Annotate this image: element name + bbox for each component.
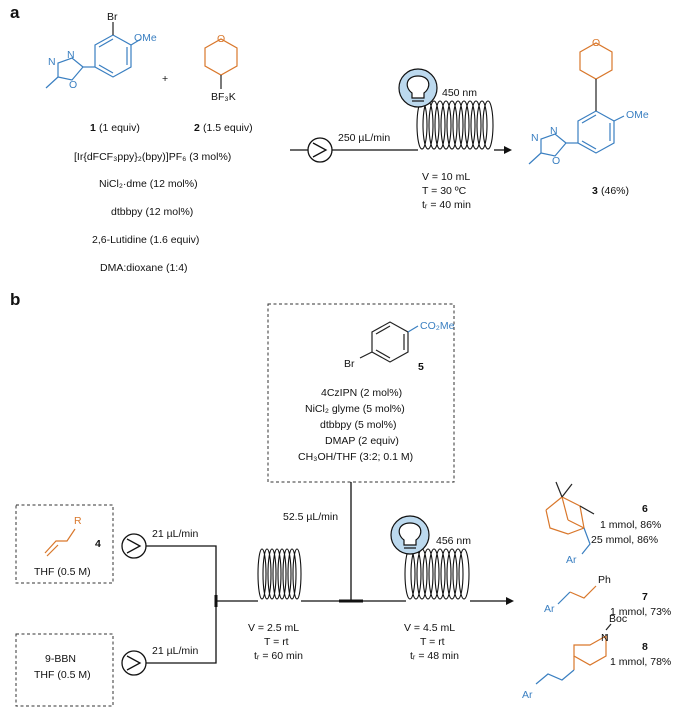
compound-2-pyran-ring bbox=[204, 38, 238, 76]
flow-arrow-a-outlet bbox=[504, 146, 512, 154]
reactor-b2-temp: T = rt bbox=[420, 636, 445, 648]
compound-2-bf3k: BF₃K bbox=[211, 91, 236, 103]
product-6-structure bbox=[545, 481, 595, 555]
product-8-boc: Boc bbox=[609, 613, 627, 625]
wavelength-b: 456 nm bbox=[436, 535, 471, 547]
compound-5-structure bbox=[359, 321, 419, 363]
compound-1-structure bbox=[45, 22, 142, 89]
product-6-number: 6 bbox=[642, 503, 648, 515]
flow-rate-a: 250 µL/min bbox=[338, 132, 390, 144]
compound-5-br: Br bbox=[344, 358, 355, 370]
compound-5-co2me: CO₂Me bbox=[420, 320, 455, 332]
coil-reactor-b2-icon bbox=[404, 548, 470, 600]
product-7-ar: Ar bbox=[544, 603, 555, 615]
compound-3-yield: (46%) bbox=[601, 185, 629, 197]
reactor-a-temp: T = 30 ºC bbox=[422, 185, 467, 197]
compound-4-structure bbox=[44, 528, 76, 557]
compound-2-structure bbox=[204, 38, 238, 89]
coil-reactor-b1-icon bbox=[257, 548, 302, 600]
product-8-yield: 1 mmol, 78% bbox=[610, 656, 671, 668]
bbn-solvent: THF (0.5 M) bbox=[34, 669, 91, 681]
compound-1-n2: N bbox=[67, 49, 75, 61]
reactor-a-volume: V = 10 mL bbox=[422, 171, 470, 183]
plus-sign: + bbox=[162, 73, 168, 85]
pump-b-top-icon bbox=[121, 533, 147, 559]
compound-5-benzene-ring bbox=[371, 321, 409, 363]
product-7-yield: 1 mmol, 73% bbox=[610, 606, 671, 618]
reactor-b2-residence: tᵣ = 48 min bbox=[410, 650, 459, 662]
compound-3-o-pyran: O bbox=[592, 37, 600, 49]
flow-arrow-b-outlet bbox=[506, 597, 514, 605]
compound-1-benzene-ring bbox=[94, 34, 132, 78]
product-8-ar: Ar bbox=[522, 689, 533, 701]
compound-3-n2: N bbox=[550, 125, 558, 137]
panel-a-label: a bbox=[10, 3, 20, 22]
compound-3-ome: OMe bbox=[626, 109, 649, 121]
compound-1-ome: OMe bbox=[134, 32, 157, 44]
coil-reactor-a-icon bbox=[416, 100, 494, 150]
compound-1-number: 1 bbox=[90, 122, 96, 134]
product-8-n: N bbox=[601, 632, 609, 644]
bbn-name: 9-BBN bbox=[45, 653, 76, 665]
compound-5-number: 5 bbox=[418, 361, 424, 373]
bbn-box bbox=[15, 633, 114, 707]
reactor-b2-volume: V = 4.5 mL bbox=[404, 622, 455, 634]
compound-1-o: O bbox=[69, 79, 77, 91]
product-7-ph: Ph bbox=[598, 574, 611, 586]
condition-a-1: [Ir{dFCF₃ppy}₂(bpy)]PF₆ (3 mol%) bbox=[74, 151, 231, 163]
condition-b-5: CH₃OH/THF (3:2; 0.1 M) bbox=[298, 451, 413, 463]
compound-4-r: R bbox=[74, 515, 82, 527]
product-7-number: 7 bbox=[642, 591, 648, 603]
compound-3-o: O bbox=[552, 155, 560, 167]
compound-4-solvent: THF (0.5 M) bbox=[34, 566, 91, 578]
condition-b-1: 4CzIPN (2 mol%) bbox=[321, 387, 402, 399]
flow-rate-b-side: 52.5 µL/min bbox=[283, 511, 338, 523]
compound-4-box bbox=[15, 504, 114, 584]
reactor-b1-volume: V = 2.5 mL bbox=[248, 622, 299, 634]
wavelength-a: 450 nm bbox=[442, 87, 477, 99]
condition-b-4: DMAP (2 equiv) bbox=[325, 435, 399, 447]
catalyst-box bbox=[267, 303, 455, 483]
product-7-structure bbox=[557, 585, 597, 605]
compound-2-number: 2 bbox=[194, 122, 200, 134]
pump-b-bottom-icon bbox=[121, 650, 147, 676]
oxadiazole-ring bbox=[57, 57, 84, 81]
lightbulb-a-icon bbox=[398, 68, 438, 108]
compound-3-structure bbox=[528, 42, 625, 165]
compound-3-number: 3 bbox=[592, 185, 598, 197]
condition-a-3: dtbbpy (12 mol%) bbox=[111, 206, 193, 218]
product-8-structure bbox=[535, 623, 612, 685]
product-8-number: 8 bbox=[642, 641, 648, 653]
condition-a-4: 2,6-Lutidine (1.6 equiv) bbox=[92, 234, 199, 246]
reactor-a-residence: tᵣ = 40 min bbox=[422, 199, 471, 211]
condition-a-2: NiCl₂·dme (12 mol%) bbox=[99, 178, 198, 190]
product-6-ar: Ar bbox=[566, 554, 577, 566]
reactor-b1-temp: T = rt bbox=[264, 636, 289, 648]
flow-rate-b-top: 21 µL/min bbox=[152, 528, 198, 540]
reactor-b1-residence: tᵣ = 60 min bbox=[254, 650, 303, 662]
compound-3-benzene-ring bbox=[577, 110, 615, 154]
panel-b-label: b bbox=[10, 290, 20, 309]
condition-a-5: DMA:dioxane (1:4) bbox=[100, 262, 188, 274]
condition-b-3: dtbbpy (5 mol%) bbox=[320, 419, 396, 431]
compound-1-br: Br bbox=[107, 11, 118, 23]
compound-1-equiv: (1 equiv) bbox=[99, 122, 140, 134]
product-6-yield-2: 25 mmol, 86% bbox=[591, 534, 658, 546]
compound-1-n1: N bbox=[48, 56, 56, 68]
compound-3-pyran-ring bbox=[579, 42, 613, 80]
condition-b-2: NiCl₂ glyme (5 mol%) bbox=[305, 403, 405, 415]
compound-4-number: 4 bbox=[95, 538, 101, 550]
compound-2-o: O bbox=[217, 33, 225, 45]
lightbulb-b-icon bbox=[390, 515, 430, 555]
flow-rate-b-bottom: 21 µL/min bbox=[152, 645, 198, 657]
pump-a-icon bbox=[307, 137, 333, 163]
compound-2-equiv: (1.5 equiv) bbox=[203, 122, 253, 134]
compound-3-n1: N bbox=[531, 132, 539, 144]
product-6-yield-1: 1 mmol, 86% bbox=[600, 519, 661, 531]
